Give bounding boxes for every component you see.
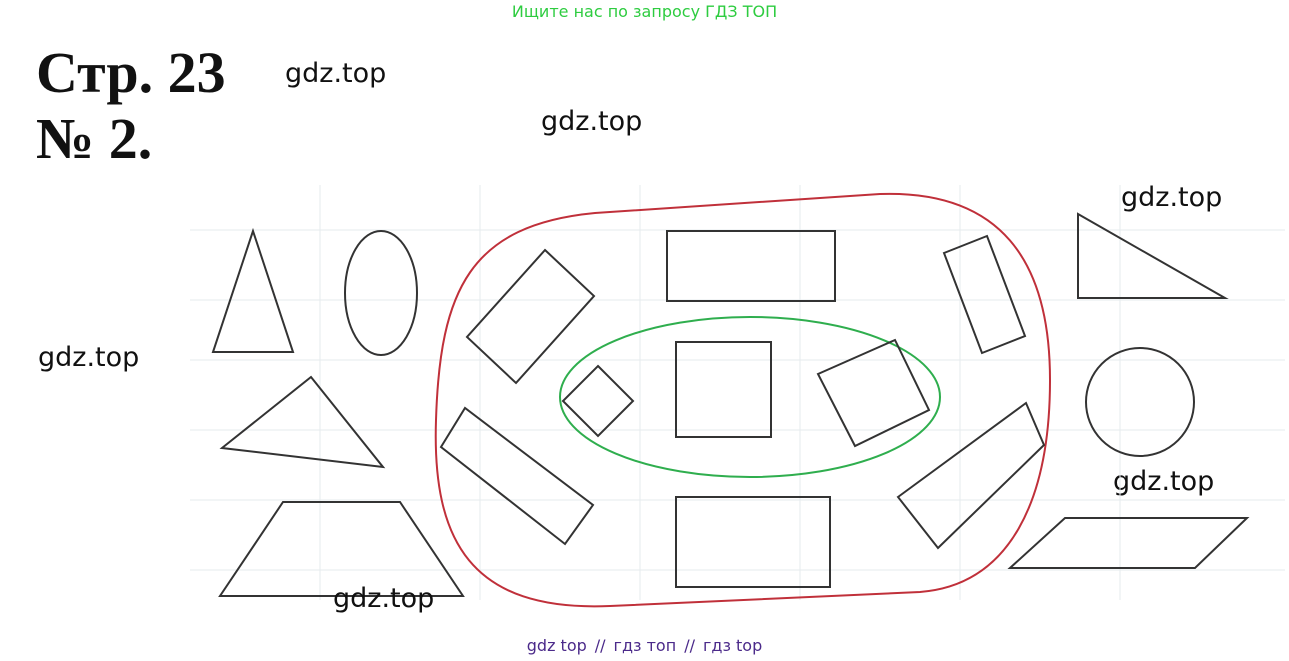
tilted-rectangle-shape-lower-right	[896, 401, 1046, 550]
footer-links: gdz top // гдз топ // гдз top	[0, 636, 1289, 655]
tilted-square-shape	[816, 338, 931, 448]
tilted-rectangle-shape-upper-right	[942, 234, 1027, 355]
watermark: gdz.top	[285, 58, 387, 89]
watermark: gdz.top	[38, 342, 140, 373]
tilted-rectangle-shape-lower-left	[439, 406, 595, 546]
watermark: gdz.top	[541, 106, 643, 137]
tall-triangle-shape	[211, 227, 295, 353]
square-shape-center	[675, 341, 772, 438]
oval-shape	[344, 230, 418, 356]
watermark: gdz.top	[1113, 466, 1215, 497]
background-grid	[190, 185, 1285, 600]
tilted-rectangle-shape-upper-left	[465, 248, 596, 385]
page-heading: Стр. 23 № 2.	[36, 40, 226, 172]
watermark: gdz.top	[333, 583, 435, 614]
top-banner-link[interactable]: Ищите нас по запросу ГДЗ ТОП	[511, 2, 778, 21]
rectangle-shape-top	[666, 230, 836, 302]
watermark: gdz.top	[1121, 182, 1223, 213]
page-number: Стр. 23	[36, 40, 226, 105]
trapezoid-shape	[218, 501, 465, 597]
circle-shape	[1085, 347, 1195, 457]
parallelogram-shape	[1007, 517, 1250, 569]
footer-separator: //	[594, 636, 606, 655]
footer-link-gdz-top[interactable]: gdz top	[526, 636, 587, 655]
rectangle-shape-bottom	[675, 496, 831, 588]
obtuse-triangle-shape	[219, 375, 386, 469]
footer-separator: //	[684, 636, 695, 655]
outer-set-loop	[434, 192, 1052, 608]
task-number: № 2.	[36, 106, 153, 171]
right-triangle-shape	[1077, 212, 1229, 299]
footer-link-gdz-top-ru[interactable]: гдз топ	[613, 636, 677, 655]
footer-link-gdz-top-mixed[interactable]: гдз top	[702, 636, 763, 655]
inner-set-loop	[559, 316, 941, 478]
diamond-square-shape	[561, 364, 635, 438]
shapes-figure	[190, 185, 1285, 608]
